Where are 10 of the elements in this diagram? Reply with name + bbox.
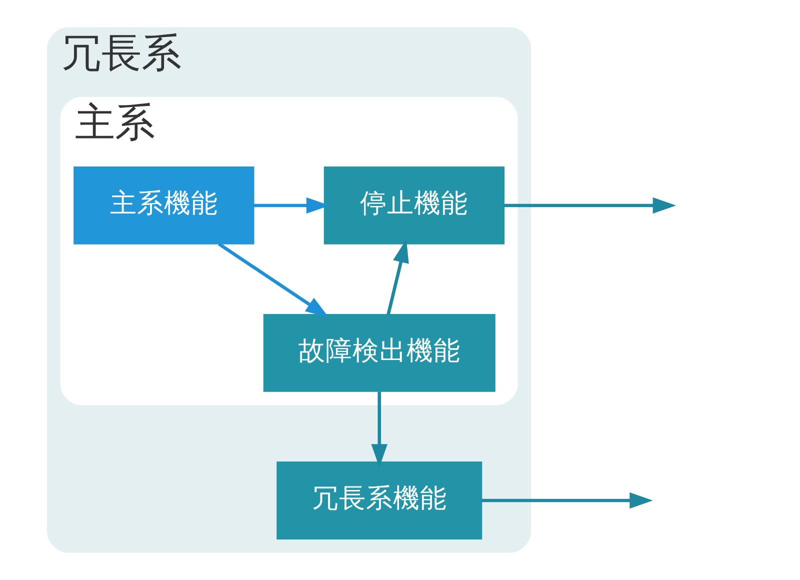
arrow bbox=[481, 492, 652, 509]
arrow bbox=[370, 392, 387, 468]
arrow bbox=[386, 239, 408, 316]
arrow bbox=[504, 197, 676, 214]
node-box: 主系機能 bbox=[73, 166, 254, 244]
arrow bbox=[217, 242, 328, 318]
node-box: 冗長系機能 bbox=[276, 462, 482, 540]
node-box: 停止機能 bbox=[323, 166, 504, 244]
arrow bbox=[253, 197, 330, 214]
node-box: 故障検出機能 bbox=[262, 314, 495, 392]
